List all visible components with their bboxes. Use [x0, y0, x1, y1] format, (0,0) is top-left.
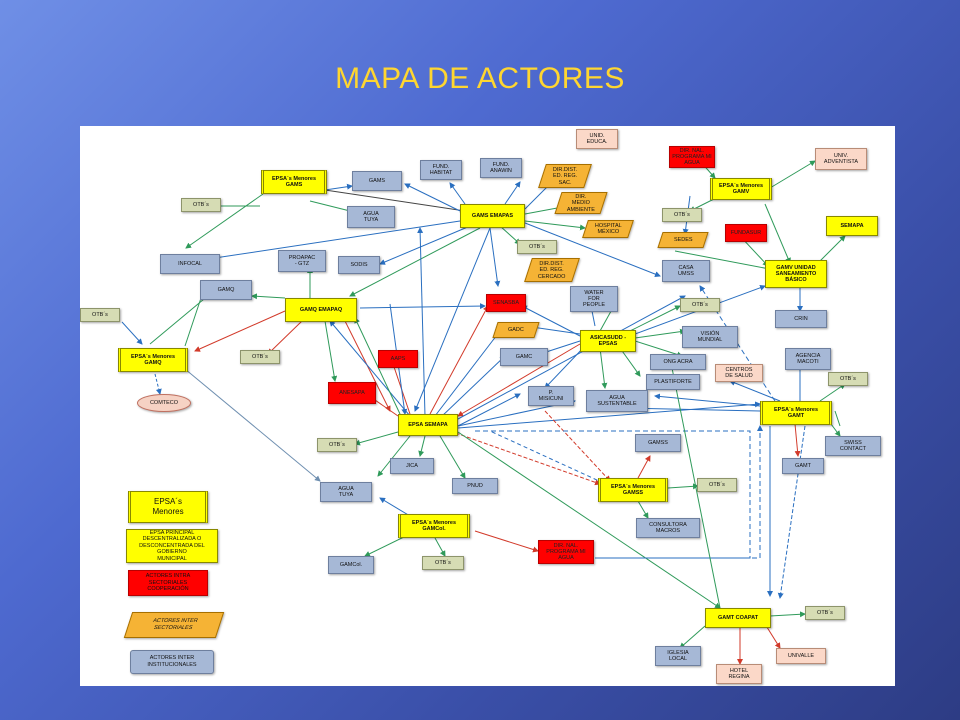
node-proapac-gtz: PROAPAC - GTZ [278, 250, 326, 272]
node-otbs-2: OTB´s [662, 208, 702, 222]
node-anesapa: ANESAPA [328, 382, 376, 404]
node-centros-de-salud: CENTROS DE SALUD [715, 364, 763, 382]
node-gamv-unidad-saneamiento: GAMV UNIDAD SANEAMIENTO BÁSICO [765, 260, 827, 288]
node-hotel-regina: HOTEL REGINA [716, 664, 762, 684]
node-vision-mundial: VISIÓN MUNDIAL [682, 326, 738, 348]
node-gamq: GAMQ [200, 280, 252, 300]
node-comteco: COMTECO [137, 394, 191, 412]
node-epsa-gamss: EPSA´s Menores GAMSS [598, 478, 668, 502]
node-sedes: SEDES [657, 232, 709, 248]
node-unid-educa: UNID. EDUCA. [576, 129, 618, 149]
node-epsa-gams: EPSA´s Menores GAMS [261, 170, 327, 194]
node-water-for-people: WATER FOR PEOPLE [570, 286, 618, 312]
node-gadc-label: GADC [508, 326, 524, 333]
node-otbs-11: OTB´s [805, 606, 845, 620]
node-epsa-gamv: EPSA´s Menores GAMV [710, 178, 772, 200]
node-gamq-emapaq: GAMQ EMAPAQ [285, 298, 357, 322]
node-otbs-4: OTB´s [680, 298, 720, 312]
node-epsa-gamcol: EPSA´s Menores GAMCol. [398, 514, 470, 538]
legend-epsa-menores: EPSA´s Menores [128, 491, 208, 523]
node-agua-tuya-1: AGUA TUYA [347, 206, 395, 228]
node-gams: GAMS [352, 171, 402, 191]
node-dir-dist-cercado: DIR.DIST. ED. REG. CERCADO [524, 258, 580, 282]
legend-actores-intra: ACTORES INTRA SECTORIALES COOPERACIÓN [128, 570, 208, 596]
node-otbs-6: OTB´s [240, 350, 280, 364]
node-fund-anawin: FUND. ANAWIN [480, 158, 522, 178]
slide-title: MAPA DE ACTORES [335, 62, 625, 95]
node-gamss: GAMSS [635, 434, 681, 452]
node-agua-sustentable: AGUA SUSTENTABLE [586, 390, 648, 412]
node-dir-programa-mi-agua: DIR. NAL. PROGRAMA MI AGUA [669, 146, 715, 168]
node-casa-umss: CASA UMSS [662, 260, 710, 282]
node-otbs-8: OTB´s [317, 438, 357, 452]
node-dir-programa-mi-agua-2: DIR. NAL. PROGRAMA MI AGUA [538, 540, 594, 564]
node-dir-medio-ambiente-label: DIR. MEDIO AMBIENTE [566, 193, 596, 213]
node-dir-dist-cercado-label: DIR.DIST. ED. REG. CERCADO [538, 260, 566, 280]
node-semapa-right: SEMAPA [826, 216, 878, 236]
node-agua-tuya-2: AGUA TUYA [320, 482, 372, 502]
node-otbs-1: OTB´s [181, 198, 221, 212]
node-aaps: AAPS [378, 350, 418, 368]
node-gamt: GAMT [782, 458, 824, 474]
node-univalle: UNIVALLE [776, 648, 826, 664]
node-otbs-9: OTB´s [697, 478, 737, 492]
node-sedes-label: SEDES [673, 236, 693, 243]
node-iglesia-local: IGLESIA LOCAL [655, 646, 701, 666]
node-agencia-macoti: AGENCIA MACOTI [785, 348, 831, 370]
node-gadc: GADC [492, 322, 540, 338]
node-otbs-3: OTB´s [517, 240, 557, 254]
node-gamc: GAMC [500, 348, 548, 366]
node-pnud: PNUD [452, 478, 498, 494]
node-epsa-gamq: EPSA´s Menores GAMQ [118, 348, 188, 372]
node-otbs-10: OTB´s [422, 556, 464, 570]
node-gamt-coapat: GAMT COAPAT [705, 608, 771, 628]
node-epsa-semapa: EPSA SEMAPA [398, 414, 458, 436]
node-plastiforte: PLASTIFORTE [646, 374, 700, 390]
node-consultora-macros: CONSULTORA MACROS [636, 518, 700, 538]
node-fund-habitat: FUND. HABITAT [420, 160, 462, 180]
legend-epsa-principal: EPSA PRINCIPAL DESCENTRALIZADA O DESCONC… [126, 529, 218, 563]
node-hospital-mexico: HOSPITAL MÉXICO [582, 220, 634, 238]
node-p-misicuni: P. MISICUNI [528, 386, 574, 406]
node-swiss-contact: SWISS CONTACT [825, 436, 881, 456]
node-dir-dist-sac-label: DIR.DIST. ED. REG. SAC. [552, 166, 578, 186]
node-fundasur: FUNDASUR [725, 224, 767, 242]
node-infocal: INFOCAL [160, 254, 220, 274]
node-dir-dist-sac: DIR.DIST. ED. REG. SAC. [538, 164, 592, 188]
node-ong-acra: ONG ACRA [650, 354, 706, 370]
node-asicasudd-epsas: ASICASUDD - EPSAS [580, 330, 636, 352]
node-epsa-gamt: EPSA´s Menores GAMT [760, 401, 832, 425]
node-crin: CRIN [775, 310, 827, 328]
node-otbs-5: OTB´s [80, 308, 120, 322]
node-otbs-7: OTB´s [828, 372, 868, 386]
node-dir-medio-ambiente: DIR. MEDIO AMBIENTE [554, 192, 608, 214]
node-hospital-mexico-label: HOSPITAL MÉXICO [594, 222, 622, 235]
node-sodis: SODIS [338, 256, 380, 274]
node-senasba: SENASBA [486, 294, 526, 312]
node-gamcol: GAMCol. [328, 556, 374, 574]
legend-actores-inter-institucionales: ACTORES INTER INSTITUCIONALES [130, 650, 214, 674]
node-univ-adventista: UNIV. ADVENTISTA [815, 148, 867, 170]
node-gams-emapas: GAMS EMAPAS [460, 204, 525, 228]
node-jica: JICA [390, 458, 434, 474]
actor-map-diagram: UNID. EDUCA. DIR. NAL. PROGRAMA MI AGUA … [80, 126, 895, 686]
legend-actores-inter-sectoriales: ACTORES INTER SECTORIALES [123, 612, 225, 638]
